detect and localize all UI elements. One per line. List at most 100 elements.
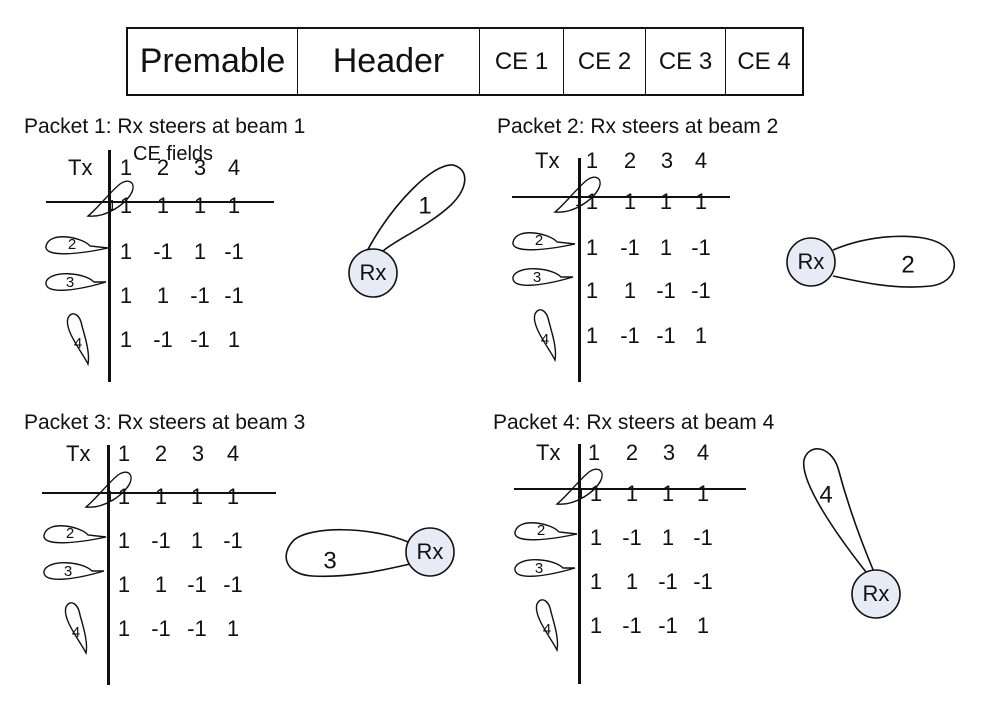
ce-column-header: 3 — [193, 155, 207, 180]
matrix-value: -1 — [620, 323, 640, 348]
ce-column-header: 3 — [662, 440, 676, 465]
matrix-value: 1 — [585, 235, 599, 260]
tx-beam-number: 4 — [543, 621, 551, 638]
ce-column-header: 1 — [117, 441, 131, 466]
matrix-value: 1 — [117, 572, 131, 597]
matrix-value: -1 — [190, 283, 210, 308]
table-divider — [108, 150, 111, 382]
tx-beam-lobe: 2 — [43, 525, 107, 544]
matrix-value: -1 — [223, 528, 243, 553]
tx-beam-shape — [512, 232, 576, 251]
rx-label: Rx — [417, 539, 444, 564]
matrix-value: 1 — [119, 327, 133, 352]
matrix-value: 1 — [190, 528, 204, 553]
matrix-value: 1 — [227, 193, 241, 218]
rx-label: Rx — [360, 260, 387, 285]
tx-beam-lobe: 1 — [553, 176, 601, 213]
tx-beam-lobe: 4 — [66, 313, 90, 367]
table-divider — [578, 158, 581, 382]
matrix-value: -1 — [153, 327, 173, 352]
tx-beam-lobe: 1 — [86, 180, 134, 217]
matrix-value: 1 — [119, 283, 133, 308]
frame-field-2: Header — [298, 29, 480, 94]
ce-column-header: 2 — [623, 148, 637, 173]
tx-beam-number: 1 — [106, 488, 114, 505]
matrix-value: 1 — [226, 484, 240, 509]
matrix-value: 1 — [227, 327, 241, 352]
matrix-value: 1 — [625, 569, 639, 594]
rx-beam-number: 4 — [819, 481, 832, 508]
matrix-value: 1 — [661, 481, 675, 506]
matrix-value: 1 — [589, 613, 603, 638]
tx-label: Tx — [536, 440, 561, 465]
matrix-value: -1 — [187, 572, 207, 597]
tx-beam-shape — [66, 313, 90, 367]
matrix-value: 1 — [193, 193, 207, 218]
table-header-rule — [46, 201, 274, 203]
table-header-rule — [42, 492, 276, 494]
table-header-rule — [512, 196, 730, 198]
matrix-value: -1 — [151, 528, 171, 553]
tx-beam-shape — [45, 273, 107, 291]
tx-beam-shape — [84, 471, 132, 508]
matrix-value: 1 — [585, 323, 599, 348]
frame-field-1: Premable — [128, 29, 298, 94]
matrix-value: 1 — [589, 525, 603, 550]
tx-beam-number: 1 — [108, 197, 116, 214]
tx-beam-lobe: 2 — [45, 236, 109, 255]
rx-circle — [851, 569, 901, 619]
tx-beam-lobe: 1 — [555, 468, 603, 505]
rx-circle — [405, 527, 455, 577]
ce-column-header: 1 — [119, 155, 133, 180]
tx-beam-shape — [43, 562, 105, 580]
tx-beam-number: 2 — [66, 525, 74, 542]
matrix-value: 1 — [156, 193, 170, 218]
tx-beam-shape — [514, 522, 578, 541]
matrix-value: 1 — [190, 484, 204, 509]
tx-beam-number: 1 — [575, 193, 583, 210]
matrix-value: 1 — [589, 481, 603, 506]
rx-beam-lobe — [803, 448, 875, 573]
panel-title: Packet 3: Rx steers at beam 3 — [24, 411, 306, 434]
tx-label: Tx — [66, 441, 91, 466]
matrix-value: -1 — [693, 525, 713, 550]
tx-beam-lobe: 4 — [535, 599, 559, 653]
matrix-value: -1 — [622, 525, 642, 550]
tx-beam-lobe: 4 — [533, 309, 557, 363]
ce-column-header: 2 — [156, 155, 170, 180]
matrix-value: 1 — [623, 189, 637, 214]
tx-beam-number: 3 — [66, 274, 74, 291]
rx-label: Rx — [863, 581, 890, 606]
matrix-value: 1 — [694, 189, 708, 214]
panel-title: Packet 2: Rx steers at beam 2 — [497, 115, 779, 138]
rx-beam-number: 3 — [323, 547, 336, 574]
ce-column-header: 4 — [226, 441, 240, 466]
rx-beam-lobe — [285, 528, 411, 578]
table-divider — [107, 445, 110, 685]
matrix-value: 1 — [585, 278, 599, 303]
tx-beam-number: 4 — [541, 331, 549, 348]
matrix-value: -1 — [187, 616, 207, 641]
matrix-value: -1 — [693, 569, 713, 594]
ce-fields-label: CE fields — [133, 143, 214, 165]
tx-beam-shape — [64, 602, 88, 656]
matrix-value: -1 — [656, 278, 676, 303]
tx-beam-number: 3 — [64, 563, 72, 580]
matrix-value: 1 — [117, 484, 131, 509]
rx-beam-number: 2 — [901, 251, 914, 278]
rx-beam-lobe — [832, 235, 956, 288]
table-divider — [578, 444, 581, 684]
table-header-rule — [514, 488, 746, 490]
matrix-value: 1 — [585, 189, 599, 214]
tx-beam-shape — [512, 268, 574, 286]
matrix-value: 1 — [119, 239, 133, 264]
frame-field-6: CE 4 — [737, 47, 791, 75]
tx-beam-shape — [533, 309, 557, 363]
frame-field-5: CE 3 — [646, 29, 726, 94]
tx-beam-number: 1 — [577, 485, 585, 502]
